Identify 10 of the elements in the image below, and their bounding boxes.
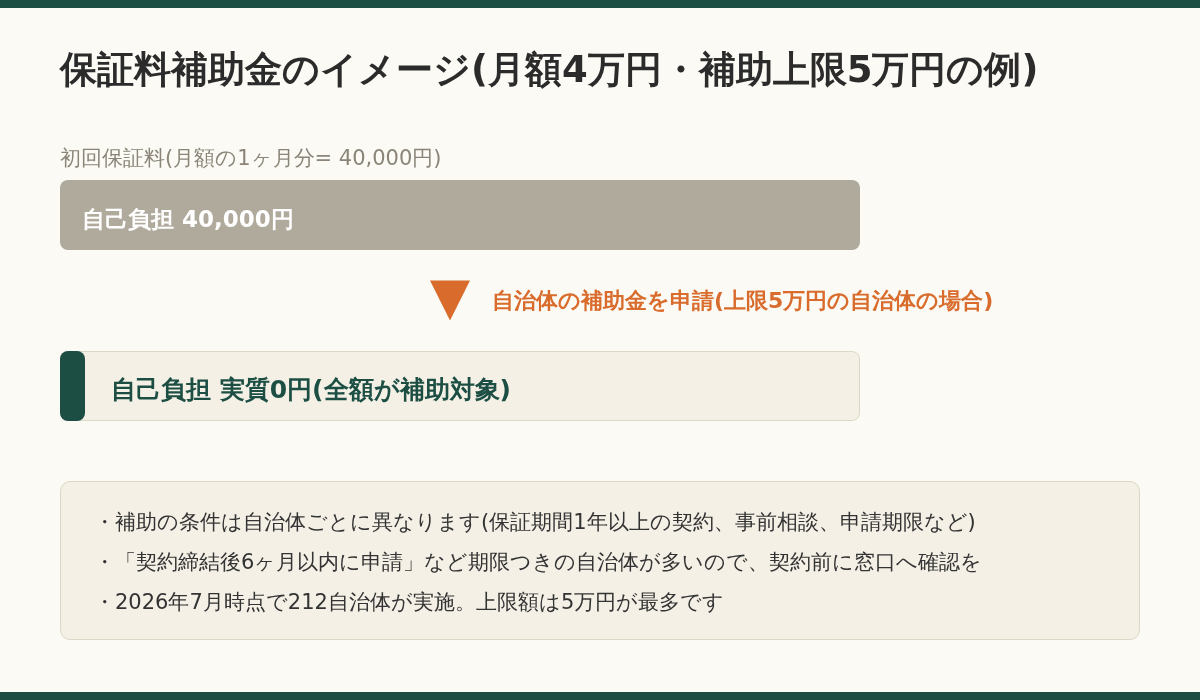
section-heading: 初回保証料(月額の1ヶ月分= 40,000円) xyxy=(60,145,442,172)
result-text: 自己負担 実質0円(全額が補助対象) xyxy=(111,374,511,406)
result-box xyxy=(60,351,860,421)
amount-text: 自己負担 40,000円 xyxy=(82,205,294,234)
down-arrow xyxy=(430,280,470,321)
note-panel xyxy=(60,481,1140,640)
note-text: ・補助の条件は自治体ごとに異なります(保証期間1年以上の契約、事前相談、申請期限など) xyxy=(94,509,976,536)
note-text: ・2026年7月時点で212自治体が実施。上限額は5万円が最多です xyxy=(94,589,725,616)
title: 保証料補助金のイメージ(月額4万円・補助上限5万円の例) xyxy=(60,48,1039,93)
note-text: ・「契約締結後6ヶ月以内に申請」など期限つきの自治体が多いので、契約前に窓口へ確認を xyxy=(94,549,983,576)
